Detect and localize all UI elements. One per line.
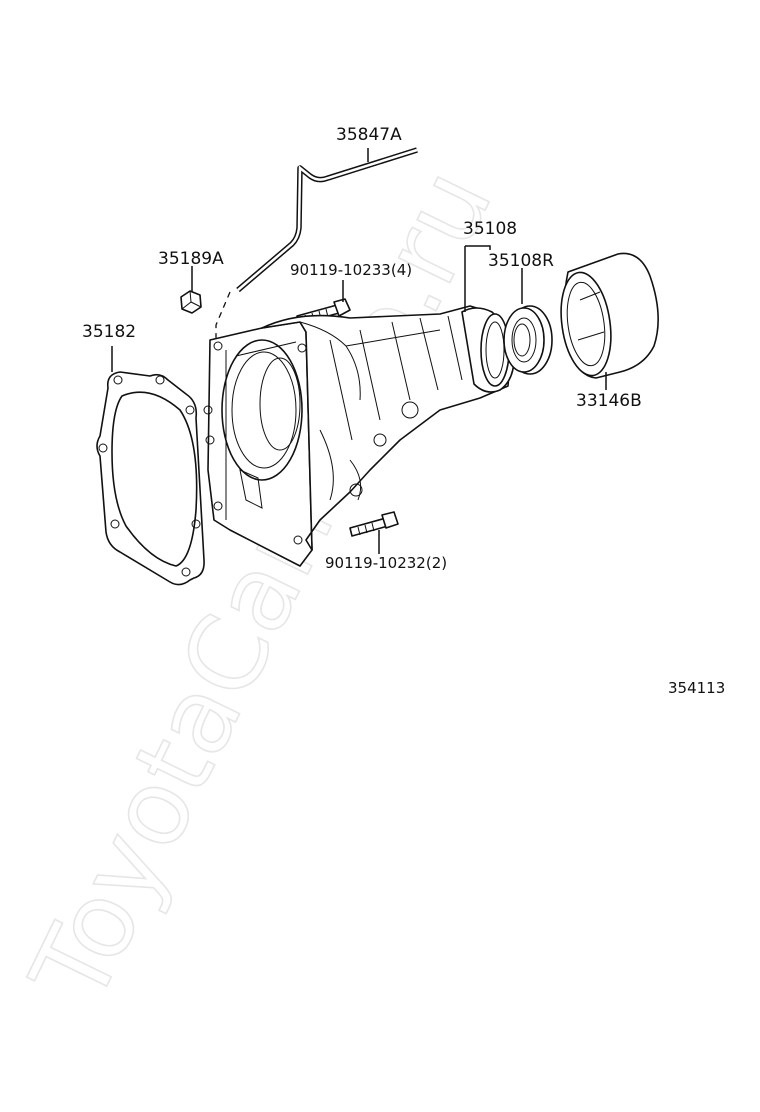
- part-label-35847a: 35847A: [336, 125, 402, 145]
- oil-seal-drawing: [503, 305, 553, 375]
- dust-deflector-drawing: [560, 252, 659, 379]
- watermark: ToyotaCarMine.ru: [7, 151, 515, 1022]
- part-label-35108: 35108: [463, 219, 517, 239]
- plug-drawing: [180, 290, 202, 314]
- lower-bolt-drawing: [349, 511, 399, 537]
- part-label-90119-10232: 90119-10232(2): [325, 554, 447, 572]
- figure-code: 354113: [668, 679, 725, 697]
- leader-35108: [464, 245, 491, 312]
- gasket-drawing: [96, 371, 205, 586]
- part-label-90119-10233: 90119-10233(4): [290, 261, 412, 279]
- breather-tube-drawing: [215, 147, 418, 470]
- leader-lines: [111, 148, 607, 554]
- part-label-33146b: 33146B: [576, 391, 642, 411]
- part-label-35189a: 35189A: [158, 249, 224, 269]
- part-label-35182: 35182: [82, 322, 136, 342]
- part-label-35108r: 35108R: [488, 251, 554, 271]
- extension-housing-drawing: [203, 305, 515, 567]
